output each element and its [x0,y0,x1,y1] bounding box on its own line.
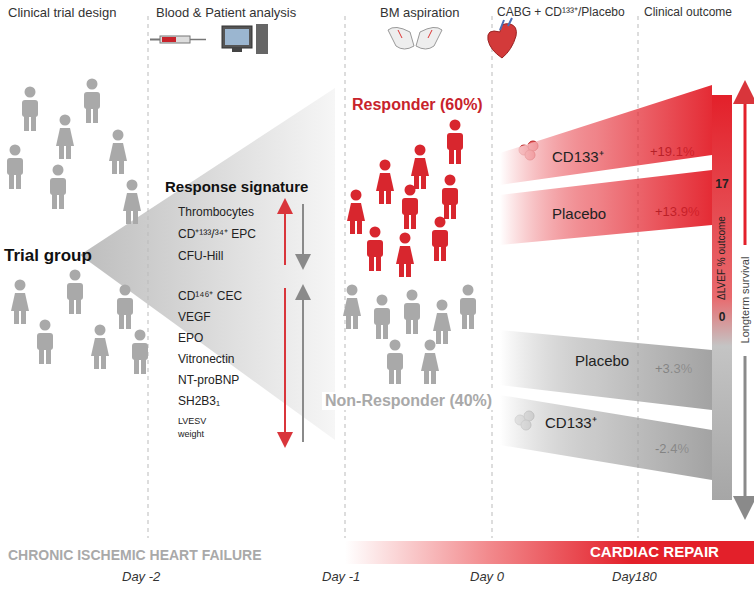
person-figure [50,165,66,210]
person-figure [460,285,476,330]
outcome-band: Placebo [500,330,712,410]
person-figure [343,285,361,330]
band-label: CD133⁺ [552,148,604,165]
biomarker: weight [178,429,204,439]
biomarker: EPO [178,332,203,346]
person-figure [7,145,23,190]
group-label: Non-Responder (40%) [322,392,495,410]
person-figure [132,330,148,375]
column-header: Clinical outcome [644,6,732,20]
signature-wedge [80,88,335,440]
heart-icon [488,18,517,58]
person-figure [402,185,418,230]
outcome-scale-bar [712,95,732,500]
person-figure [447,120,463,165]
outcome-band: CD133⁺ [500,85,712,185]
person-figure [109,130,127,175]
person-figure [91,325,109,370]
person-figure [396,233,414,278]
person-figure [433,300,451,345]
band-shape [500,330,712,410]
person-figure [123,180,141,225]
person-figure [67,270,83,315]
axis-label: Longterm survival [739,257,752,344]
person-figure [84,79,100,124]
axis-label: ΔLVEF % outcome [716,216,728,300]
biomarker: Vitronectin [178,353,234,367]
person-figure [22,87,38,132]
column-header: CABG + CD¹³³⁺/Placebo [497,6,625,20]
phase-label: CHRONIC ISCHEMIC HEART FAILURE [8,547,262,563]
person-figure [56,115,74,160]
scale-value: 0 [719,311,726,325]
person-figure [442,175,458,220]
day-label: Day180 [612,570,657,585]
syringe-icon [150,36,206,43]
biomarker: CD¹⁴⁶⁺ CEC [178,290,242,304]
phase-label: CARDIAC REPAIR [590,541,754,560]
phase-bar: CARDIAC REPAIR [345,541,754,564]
biomarker: CFU-Hill [178,250,223,264]
band-label: Placebo [552,205,606,222]
column-header: Blood & Patient analysis [156,6,296,21]
person-figure [432,217,448,262]
band-label: CD133⁺ [545,414,597,431]
column-header: Clinical trial design [8,6,116,21]
phase-dividers [148,16,638,538]
scale-value: 17 [715,178,728,192]
group-label: Responder (60%) [352,96,483,114]
day-label: Day -2 [122,570,160,585]
signature-arrows [285,204,303,442]
person-figure [347,190,365,235]
person-figure [404,290,420,335]
biomarker: Thrombocytes [178,206,254,220]
biomarker: SH2B3₁ [178,395,220,409]
person-figure [37,320,53,365]
biomarker: CD⁺¹³³/³⁴⁺ EPC [178,228,256,242]
biomarker: VEGF [178,311,211,325]
person-figure [11,280,29,325]
computer-icon [222,24,268,54]
person-figure [367,227,383,272]
person-figure [411,145,429,190]
person-figure [421,340,439,385]
person-figure [376,160,394,205]
band-label: Placebo [575,352,629,369]
biomarker: NT-proBNP [178,374,239,388]
band-shape [500,85,712,185]
patient-figures [7,79,476,385]
column-header: BM aspiration [380,6,459,21]
day-label: Day 0 [470,570,504,585]
person-figure [374,295,390,340]
band-shape [500,395,712,480]
outcome-band: Placebo [500,170,712,245]
pelvis-icon [388,27,442,49]
person-figure [387,340,403,385]
biomarker: LVESV [178,416,206,426]
person-figure [117,285,133,330]
outcome-band: CD133⁺ [500,395,712,480]
day-label: Day -1 [322,570,360,585]
signature-heading: Response signature [165,178,308,195]
group-label: Trial group [4,246,92,266]
